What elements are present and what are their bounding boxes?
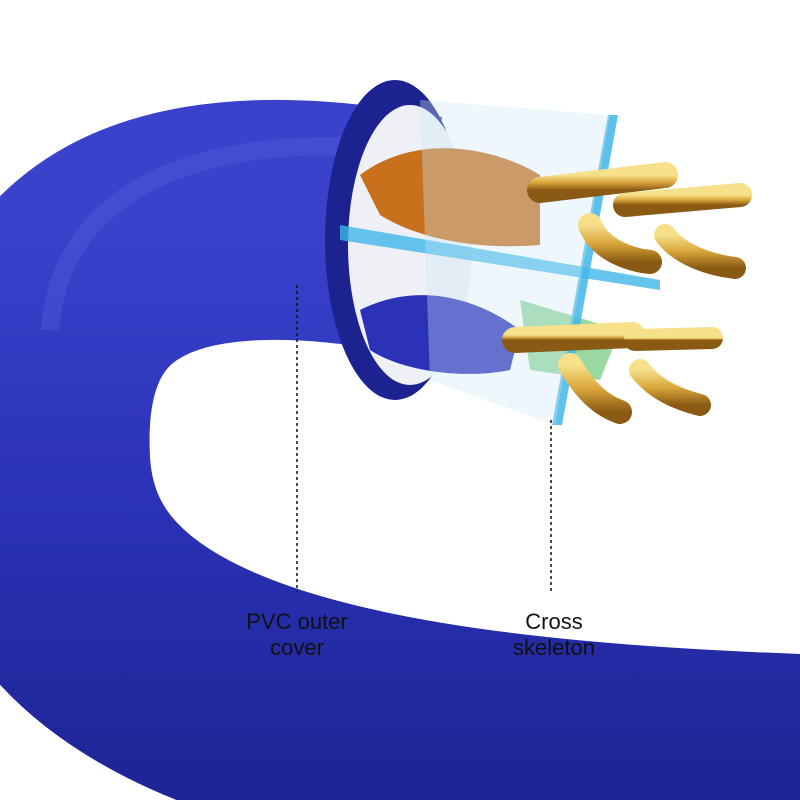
- cross-skeleton-label: Cross skeleton: [454, 609, 654, 661]
- pvc-cable-body: [0, 99, 800, 800]
- pvc-label-line2: cover: [270, 635, 324, 660]
- cross-label-line1: Cross: [525, 609, 583, 634]
- blue-wire-pair: [360, 295, 520, 374]
- orange-wire-pair: [360, 148, 540, 247]
- cross-label-line2: skeleton: [513, 635, 595, 660]
- pvc-outer-cover-label: PVC outer cover: [197, 609, 397, 661]
- pvc-label-line1: PVC outer: [246, 609, 348, 634]
- copper-conductors: [502, 162, 752, 424]
